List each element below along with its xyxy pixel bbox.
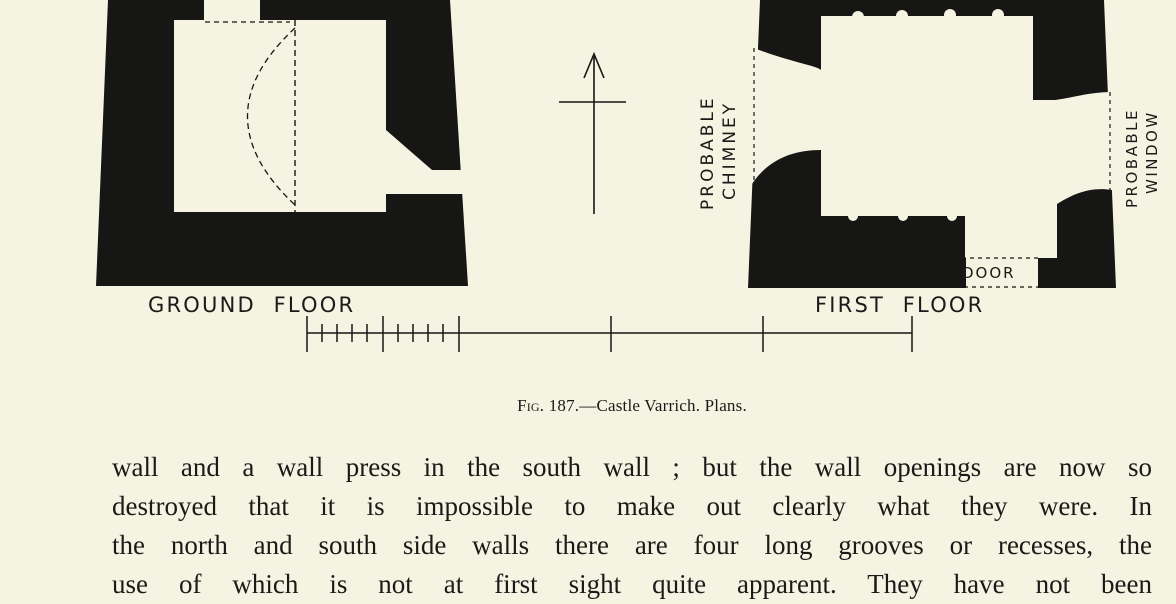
ground-floor-label: GROUND FLOOR	[148, 293, 355, 317]
first-floor-scallops	[848, 9, 1004, 221]
ground-floor-plan: GROUND FLOOR	[96, 0, 913, 352]
ground-floor-room	[174, 20, 386, 212]
ground-floor-window-embrasure	[386, 130, 464, 194]
body-paragraph: wall and a wall press in the south wall …	[112, 448, 1152, 604]
svg-text:PROBABLE: PROBABLE	[1123, 108, 1141, 208]
svg-text:PROBABLE: PROBABLE	[698, 95, 718, 210]
probable-window-label: PROBABLE WINDOW	[1123, 108, 1161, 208]
text-line: use of which is not at first sight quite…	[112, 569, 1152, 599]
north-arrow	[559, 51, 626, 214]
figure-caption: Fig. 187.—Castle Varrich. Plans.	[0, 396, 1176, 416]
scale-bar	[306, 316, 913, 352]
first-floor-door-opening	[966, 256, 1038, 288]
probable-chimney-label: PROBABLE CHIMNEY	[698, 95, 740, 210]
ground-floor-entrance	[204, 0, 260, 22]
door-label: DOOR	[962, 264, 1016, 282]
castle-plans-figure: GROUND FLOOR	[96, 0, 1161, 352]
text-line: wall and a wall press in the south wall …	[112, 452, 1152, 482]
first-floor-chimney-recess	[752, 48, 821, 184]
first-floor-window-recess	[1033, 92, 1112, 204]
ground-floor-dashed-arc	[246, 27, 296, 206]
first-floor-door-passage	[965, 100, 1057, 258]
svg-text:WINDOW: WINDOW	[1143, 110, 1161, 194]
figure-caption-label: Fig.	[517, 396, 545, 415]
figure-caption-text: 187.—Castle Varrich. Plans.	[544, 396, 747, 415]
text-line: the north and south side walls there are…	[112, 530, 1152, 560]
first-floor-plan: DOOR FIRST FLOOR	[748, 0, 1116, 317]
svg-text:CHIMNEY: CHIMNEY	[720, 101, 740, 200]
text-line: destroyed that it is impossible to make …	[112, 491, 1152, 521]
first-floor-label: FIRST FLOOR	[815, 293, 984, 317]
